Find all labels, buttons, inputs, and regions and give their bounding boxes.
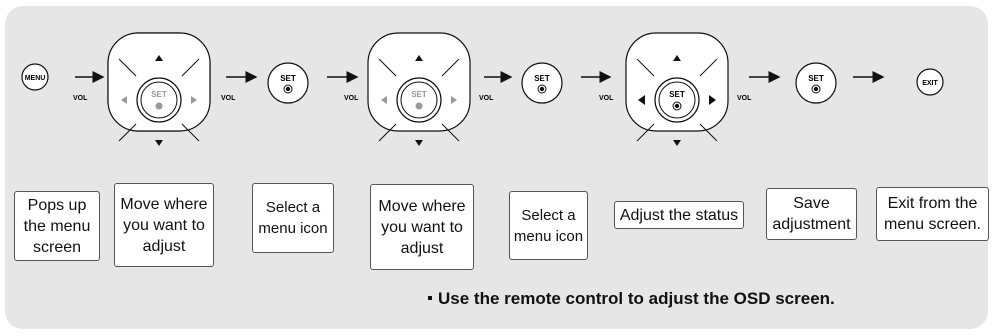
vol-label: VOL <box>599 95 614 102</box>
step-box-exit-menu: Exit from the menu screen. <box>876 187 989 241</box>
set-label: SET <box>534 74 550 83</box>
set-button-icon: SET <box>521 62 563 104</box>
exit-button-icon: EXIT <box>916 68 944 96</box>
set-button-icon: SET <box>267 62 309 104</box>
exit-button-label: EXIT <box>922 80 938 87</box>
set-label: SET <box>669 90 685 99</box>
vol-label: VOL <box>737 95 752 102</box>
step-box-save-adjustment: Save adjustment <box>766 188 857 240</box>
step-box-select-menu-icon: Select a menu icon <box>252 183 334 253</box>
bullet-icon <box>428 295 432 300</box>
instruction-note: Use the remote control to adjust the OSD… <box>428 289 835 309</box>
menu-button-icon: MENU <box>21 63 49 91</box>
step-box-pops-up-menu: Pops up the menu screen <box>14 191 100 261</box>
set-label: SET <box>411 90 427 99</box>
menu-button-label: MENU <box>25 75 46 82</box>
step-box-move-where: Move where you want to adjust <box>370 184 474 270</box>
vol-label: VOL <box>73 95 88 102</box>
step-box-select-menu-icon: Select a menu icon <box>509 191 588 260</box>
vol-label: VOL <box>479 95 494 102</box>
dpad-all-directions-icon: SET <box>367 32 471 146</box>
set-label: SET <box>808 74 824 83</box>
dpad-left-right-icon: SET <box>625 32 729 146</box>
step-box-adjust-status: Adjust the status <box>614 201 744 229</box>
instruction-note-text: Use the remote control to adjust the OSD… <box>438 289 835 308</box>
vol-label: VOL <box>344 95 359 102</box>
set-label: SET <box>151 90 167 99</box>
set-label: SET <box>280 74 296 83</box>
vol-label: VOL <box>221 95 236 102</box>
step-box-move-where: Move where you want to adjust <box>114 183 214 267</box>
dpad-up-down-icon: SET <box>107 32 211 146</box>
set-button-icon: SET <box>795 62 837 104</box>
